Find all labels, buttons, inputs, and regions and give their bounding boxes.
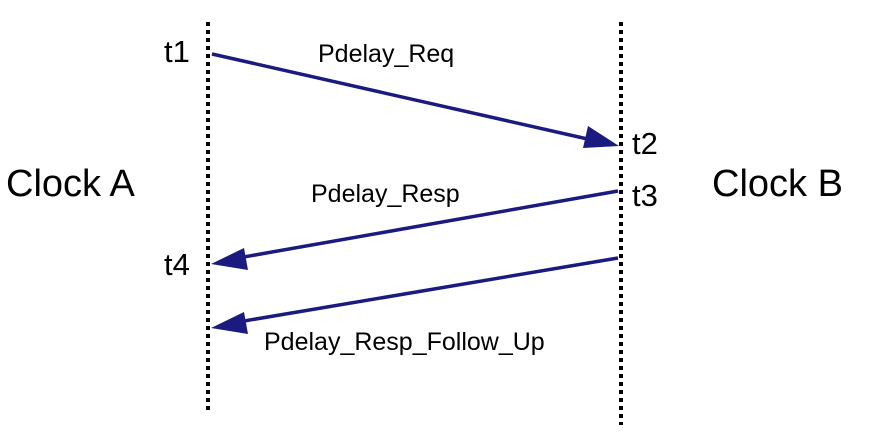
pdelay-resp-follow-up-arrowhead [211, 312, 248, 334]
pdelay-resp-follow-up-arrow-line [237, 256, 619, 324]
pdelay-req-arrow-line [211, 52, 593, 142]
clock-a-label: Clock A [6, 163, 135, 205]
clock-b-label: Clock B [712, 163, 843, 205]
message-pdelay-req: Pdelay_Req [211, 40, 619, 148]
message-pdelay-resp: Pdelay_Resp [211, 180, 619, 270]
timestamp-t4: t4 [164, 247, 190, 282]
pdelay-resp-arrowhead [211, 248, 248, 270]
timestamp-t3: t3 [632, 178, 658, 213]
pdelay-resp-follow-up-label: Pdelay_Resp_Follow_Up [264, 328, 545, 356]
pdelay-req-arrowhead [583, 126, 619, 148]
message-pdelay-resp-follow-up: Pdelay_Resp_Follow_Up [211, 256, 619, 356]
timestamp-t1: t1 [164, 34, 190, 69]
pdelay-resp-label: Pdelay_Resp [311, 180, 460, 208]
timestamp-t2: t2 [632, 126, 658, 161]
pdelay-req-label: Pdelay_Req [318, 40, 454, 68]
pdelay-resp-arrow-line [237, 189, 619, 260]
